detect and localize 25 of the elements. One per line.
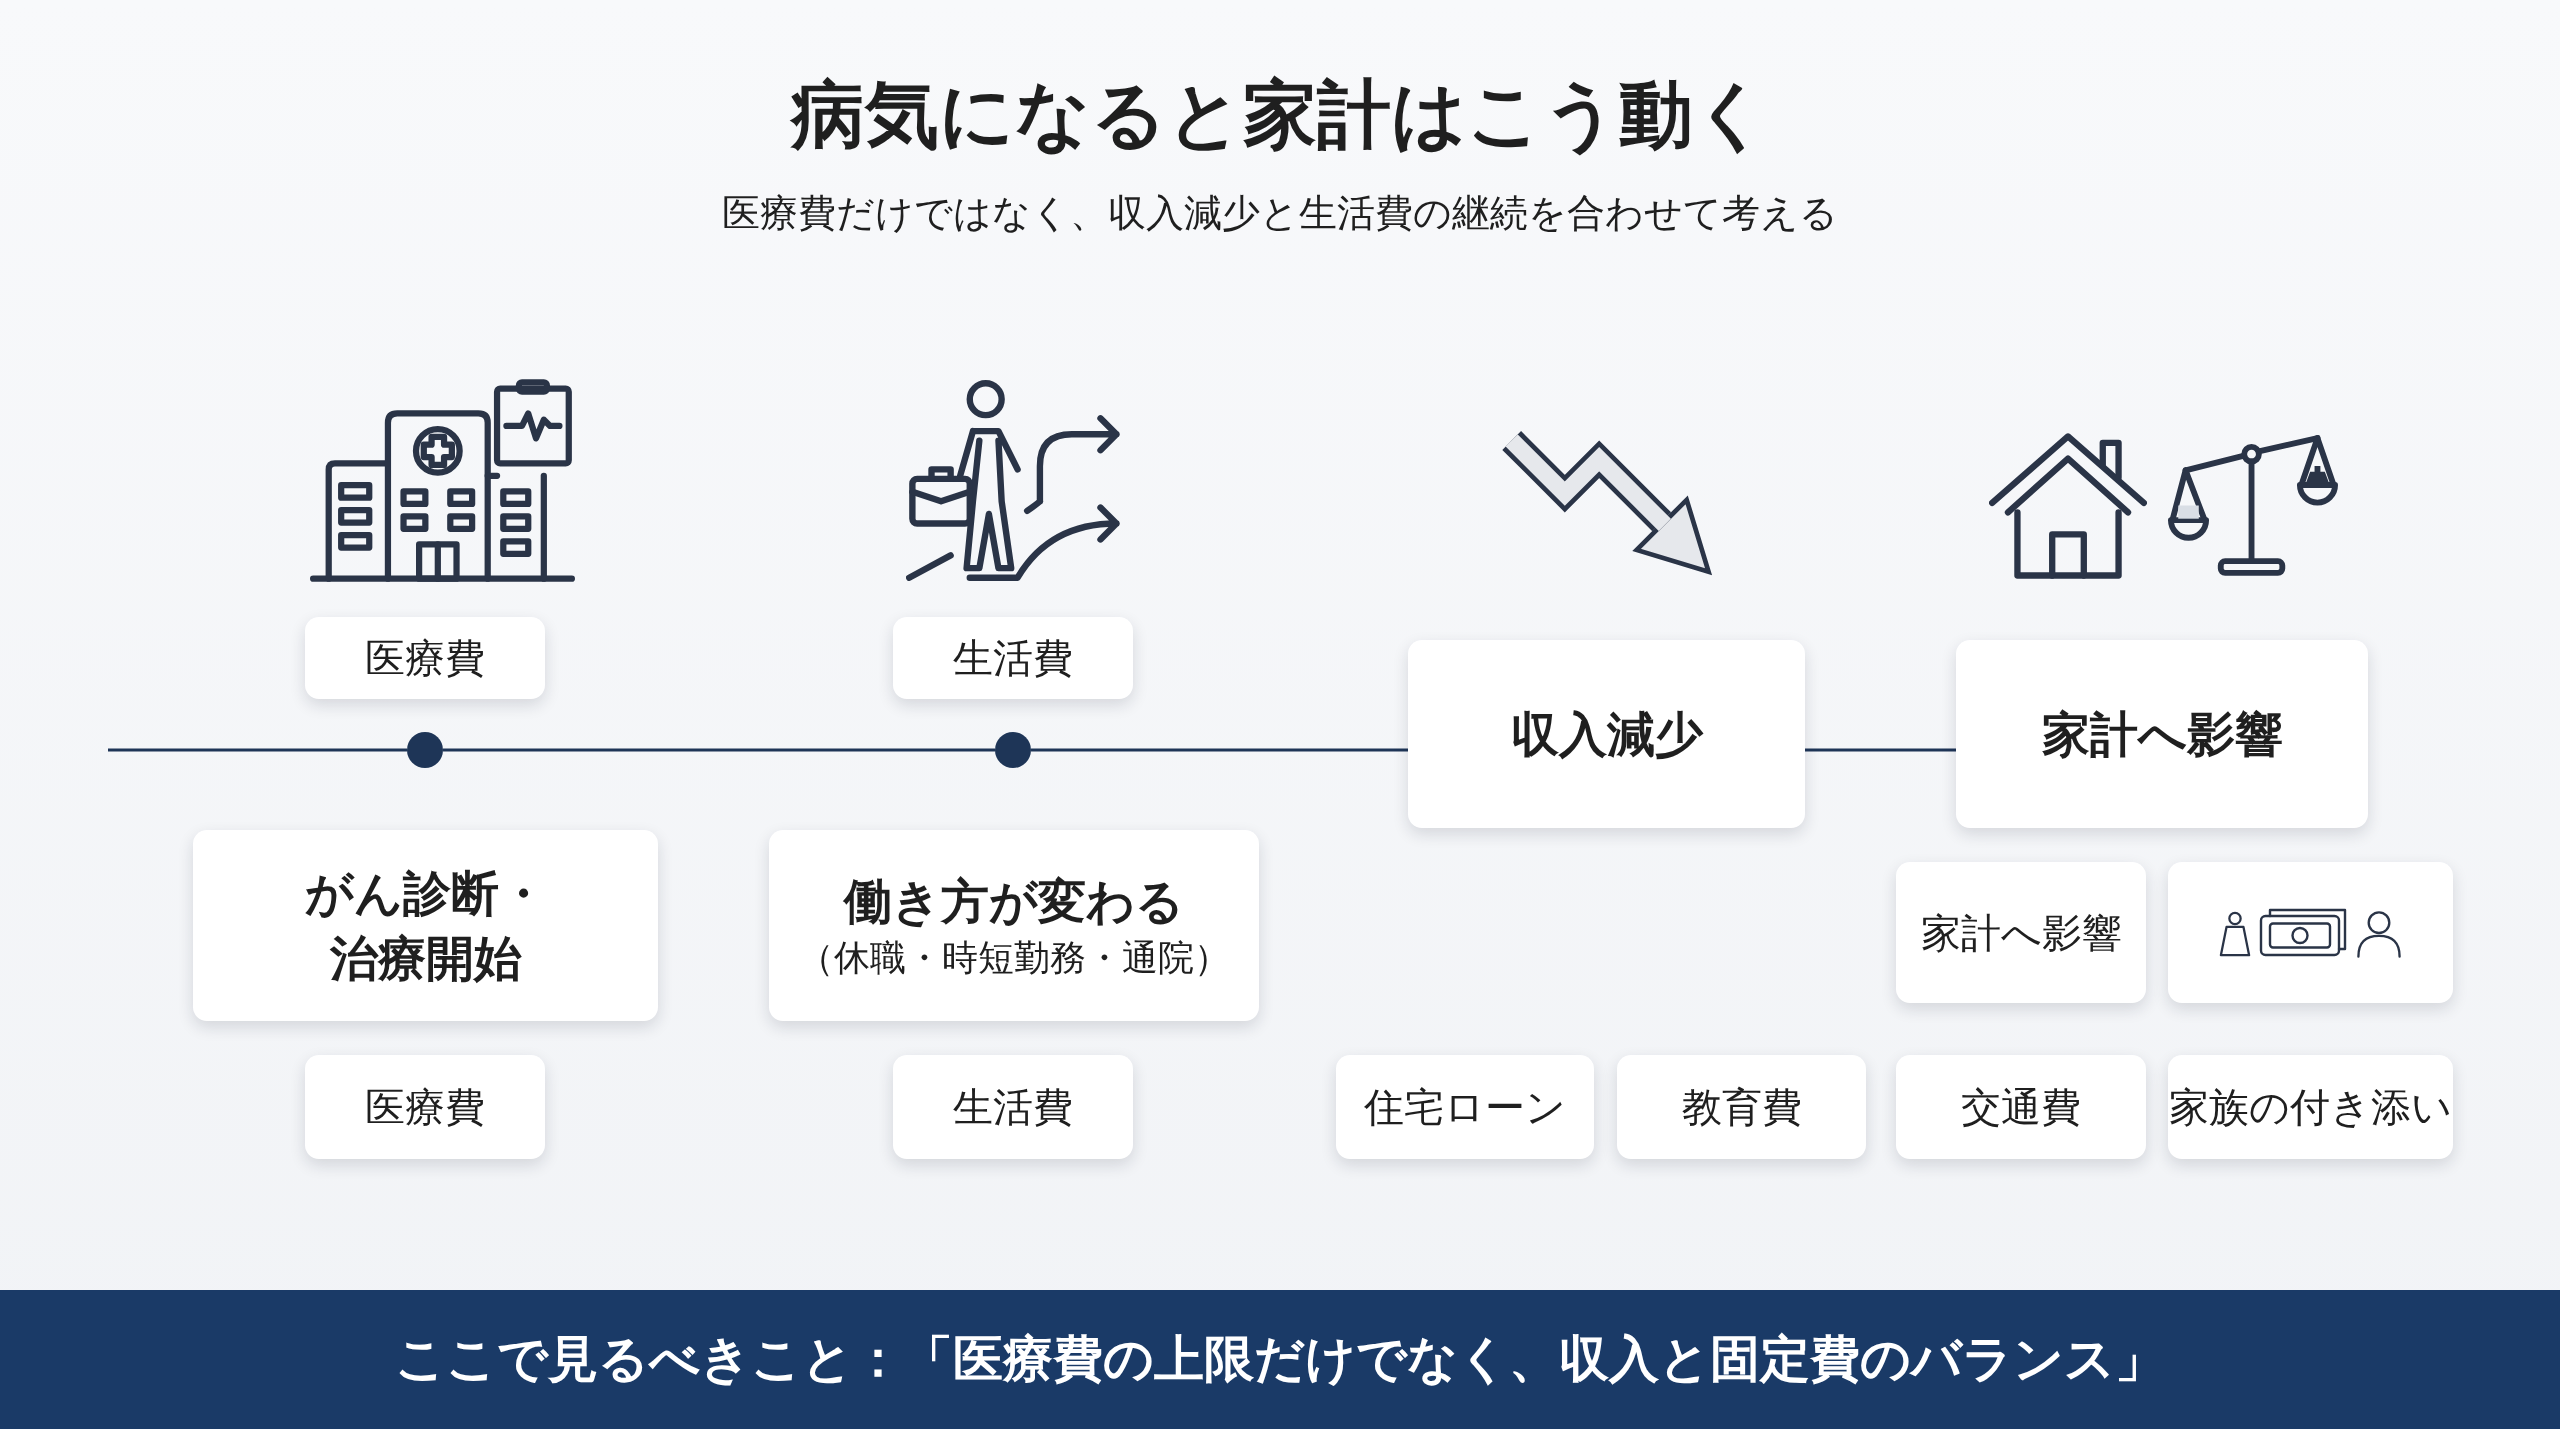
timeline-line [1805,748,1956,752]
expense-card: 生活費 [893,617,1133,699]
title: 病気になると家計はこう動く [791,72,1769,156]
icon-card [2168,862,2453,1003]
timeline-line [108,748,407,752]
timeline-dot [995,732,1031,768]
subtitle: 医療費だけではなく、収入減少と生活費の継続を合わせて考える [722,190,1838,236]
stage-card: 収入減少 [1408,640,1805,828]
footer-banner: ここで見るべきこと：「医療費の上限だけでなく、収入と固定費のバランス」 [0,1290,2560,1429]
expense-card: 医療費 [305,617,545,699]
card-subtext: （休職・時短勤務・通院） [798,935,1230,980]
expense-card: 住宅ローン [1336,1055,1594,1159]
event-card: がん診断・治療開始 [193,830,658,1021]
timeline-line [443,748,995,752]
card-heading: 働き方が変わる [844,871,1184,931]
impact-card: 家計へ影響 [1896,862,2146,1003]
timeline-dot [407,732,443,768]
expense-card: 交通費 [1896,1055,2146,1159]
event-card [769,830,1259,1021]
stage-card: 家計へ影響 [1956,640,2368,828]
timeline-line [1031,748,1408,752]
expense-card: 生活費 [893,1055,1133,1159]
expense-card: 教育費 [1617,1055,1866,1159]
expense-card: 医療費 [305,1055,545,1159]
expense-card: 家族の付き添い [2168,1055,2453,1159]
